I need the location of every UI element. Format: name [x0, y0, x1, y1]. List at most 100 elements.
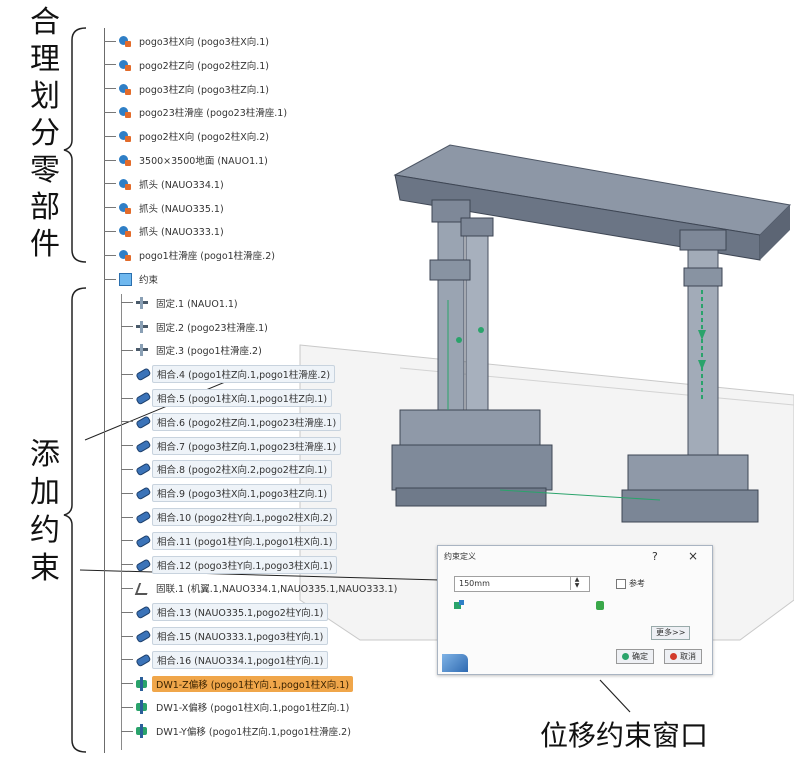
tree-constraint-item[interactable]: 固定.3 (pogo1柱滑座.2) [121, 340, 266, 360]
tree-connector [121, 706, 133, 708]
tree-constraints-node[interactable]: 约束 [104, 269, 162, 289]
coincidence-icon [132, 460, 151, 479]
tree-connector [104, 183, 116, 185]
tree-node-label: DW1-Z偏移 (pogo1柱Y向.1,pogo1柱X向.1) [152, 675, 354, 692]
tree-part-item[interactable]: pogo2柱X向 (pogo2柱X向.2) [104, 126, 273, 146]
coincidence-icon [132, 412, 151, 431]
caption-char: 约 [30, 513, 60, 548]
lock-icon [596, 601, 604, 610]
tree-constraint-item[interactable]: 相合.7 (pogo3柱Z向.1,pogo23柱滑座.1) [121, 436, 342, 456]
tree-connector [104, 111, 116, 113]
tree-node-label: pogo1柱滑座 (pogo1柱滑座.2) [139, 251, 275, 263]
tree-connector [104, 64, 116, 66]
tree-part-item[interactable]: 抓头 (NAUO334.1) [104, 174, 228, 194]
cancel-button[interactable]: 取消 [664, 649, 702, 664]
caption-char: 合 [30, 5, 60, 40]
tree-connector [121, 730, 133, 732]
value-spinner[interactable]: ▲▼ [570, 577, 583, 590]
coincidence-icon [132, 436, 151, 455]
tree-constraint-item[interactable]: DW1-Y偏移 (pogo1柱Z向.1,pogo1柱滑座.2) [121, 721, 355, 741]
coincidence-icon [132, 555, 151, 574]
tree-constraint-item[interactable]: 相合.5 (pogo1柱X向.1,pogo1柱Z向.1) [121, 388, 333, 408]
part-icon [118, 82, 132, 96]
tree-node-label: 相合.13 (NAUO335.1,pogo2柱Y向.1) [152, 603, 329, 622]
tree-constraint-item[interactable]: 相合.16 (NAUO334.1,pogo1柱Y向.1) [121, 650, 329, 670]
tree-line-sub [121, 294, 122, 750]
constraint-definition-dialog[interactable]: 约束定义 ? × 150mm ▲▼ 参考 更多>> 确定 取消 [437, 545, 713, 675]
caption-char: 零 [30, 153, 60, 188]
tree-node-label: pogo23柱滑座 (pogo23柱滑座.1) [139, 108, 288, 120]
offset-constraint-icon [135, 724, 149, 739]
tree-constraint-item[interactable]: 相合.6 (pogo2柱Z向.1,pogo23柱滑座.1) [121, 412, 342, 432]
ok-icon [622, 653, 629, 660]
tree-part-item[interactable]: pogo3柱Z向 (pogo3柱Z向.1) [104, 79, 273, 99]
caption-char: 件 [30, 227, 60, 262]
tree-connector [121, 540, 133, 542]
reference-checkbox[interactable]: 参考 [616, 578, 645, 589]
tree-node-label: pogo3柱Z向 (pogo3柱Z向.1) [139, 84, 269, 96]
close-button[interactable]: × [688, 549, 699, 563]
window-caption: 位移约束窗口 [540, 719, 709, 752]
brace-constraints [63, 287, 87, 753]
tree-part-item[interactable]: pogo1柱滑座 (pogo1柱滑座.2) [104, 245, 279, 265]
tree-connector [121, 373, 133, 375]
tree-connector [121, 659, 133, 661]
tree-constraint-item[interactable]: DW1-Z偏移 (pogo1柱Y向.1,pogo1柱X向.1) [121, 674, 354, 694]
checkbox-box[interactable] [616, 578, 626, 589]
caption-char: 划 [30, 79, 60, 114]
tree-constraint-item[interactable]: 固联.1 (机翼.1,NAUO334.1,NAUO335.1,NAUO333.1… [121, 578, 401, 598]
tree-node-label: 约束 [139, 275, 159, 286]
tree-constraint-item[interactable]: 固定.2 (pogo23柱滑座.1) [121, 317, 272, 337]
tree-part-item[interactable]: 抓头 (NAUO335.1) [104, 198, 228, 218]
tree-constraint-item[interactable]: 相合.10 (pogo2柱Y向.1,pogo2柱X向.2) [121, 507, 338, 527]
tree-node-label: 相合.10 (pogo2柱Y向.1,pogo2柱X向.2) [152, 508, 338, 526]
caption-char: 部 [30, 190, 60, 225]
tree-constraint-item[interactable]: 固定.1 (NAUO1.1) [121, 293, 242, 313]
part-icon [118, 58, 132, 72]
part-icon [118, 153, 132, 167]
wing-model [393, 144, 792, 261]
caption-char: 理 [30, 42, 60, 77]
ok-button[interactable]: 确定 [616, 649, 654, 664]
tree-connector [121, 516, 133, 518]
coincidence-icon [132, 388, 151, 407]
tree-node-label: pogo2柱X向 (pogo2柱X向.2) [139, 132, 269, 144]
tree-constraint-item[interactable]: 相合.15 (NAUO333.1,pogo3柱Y向.1) [121, 626, 329, 646]
tree-constraint-item[interactable]: DW1-X偏移 (pogo1柱X向.1,pogo1柱Z向.1) [121, 697, 353, 717]
tree-part-item[interactable]: 抓头 (NAUO333.1) [104, 221, 228, 241]
tree-constraint-item[interactable]: 相合.12 (pogo3柱Y向.1,pogo3柱X向.1) [121, 555, 338, 575]
coincidence-icon [132, 484, 151, 503]
tree-constraint-item[interactable]: 相合.11 (pogo1柱Y向.1,pogo1柱X向.1) [121, 531, 338, 551]
tree-part-item[interactable]: pogo23柱滑座 (pogo23柱滑座.1) [104, 102, 291, 122]
help-button[interactable]: ? [652, 550, 658, 563]
tree-node-label: DW1-X偏移 (pogo1柱X向.1,pogo1柱Z向.1) [156, 703, 350, 715]
part-icon [118, 248, 132, 262]
coincidence-icon [132, 603, 151, 622]
coincidence-icon [132, 507, 151, 526]
tree-constraint-item[interactable]: 相合.4 (pogo1柱Z向.1,pogo1柱滑座.2) [121, 364, 336, 384]
part-icon [118, 177, 132, 191]
tree-node-label: 抓头 (NAUO335.1) [139, 203, 224, 215]
tree-connector [104, 230, 116, 232]
tree-node-label: 相合.9 (pogo3柱X向.1,pogo3柱Z向.1) [152, 484, 333, 503]
fix-constraint-icon [135, 296, 149, 310]
offset-value-input[interactable]: 150mm [454, 576, 590, 592]
tree-node-label: 抓头 (NAUO334.1) [139, 179, 224, 191]
fix-together-icon [135, 581, 149, 595]
more-button[interactable]: 更多>> [651, 626, 691, 640]
catia-logo-corner [442, 654, 468, 672]
coincidence-icon [132, 626, 151, 645]
tree-part-item[interactable]: pogo3柱X向 (pogo3柱X向.1) [104, 31, 273, 51]
tree-node-label: pogo2柱Z向 (pogo2柱Z向.1) [139, 60, 269, 72]
tree-constraint-item[interactable]: 相合.13 (NAUO335.1,pogo2柱Y向.1) [121, 602, 329, 622]
tree-constraint-item[interactable]: 相合.8 (pogo2柱X向.2,pogo2柱Z向.1) [121, 459, 333, 479]
tree-node-label: DW1-Y偏移 (pogo1柱Z向.1,pogo1柱滑座.2) [156, 727, 351, 739]
tree-connector [104, 254, 116, 256]
tree-constraint-item[interactable]: 相合.9 (pogo3柱X向.1,pogo3柱Z向.1) [121, 483, 333, 503]
tree-part-item[interactable]: pogo2柱Z向 (pogo2柱Z向.1) [104, 55, 273, 75]
tree-part-item[interactable]: 3500×3500地面 (NAUO1.1) [104, 150, 272, 170]
tree-connector [104, 135, 116, 137]
brace-parts [63, 27, 87, 263]
tree-node-label: 抓头 (NAUO333.1) [139, 227, 224, 239]
